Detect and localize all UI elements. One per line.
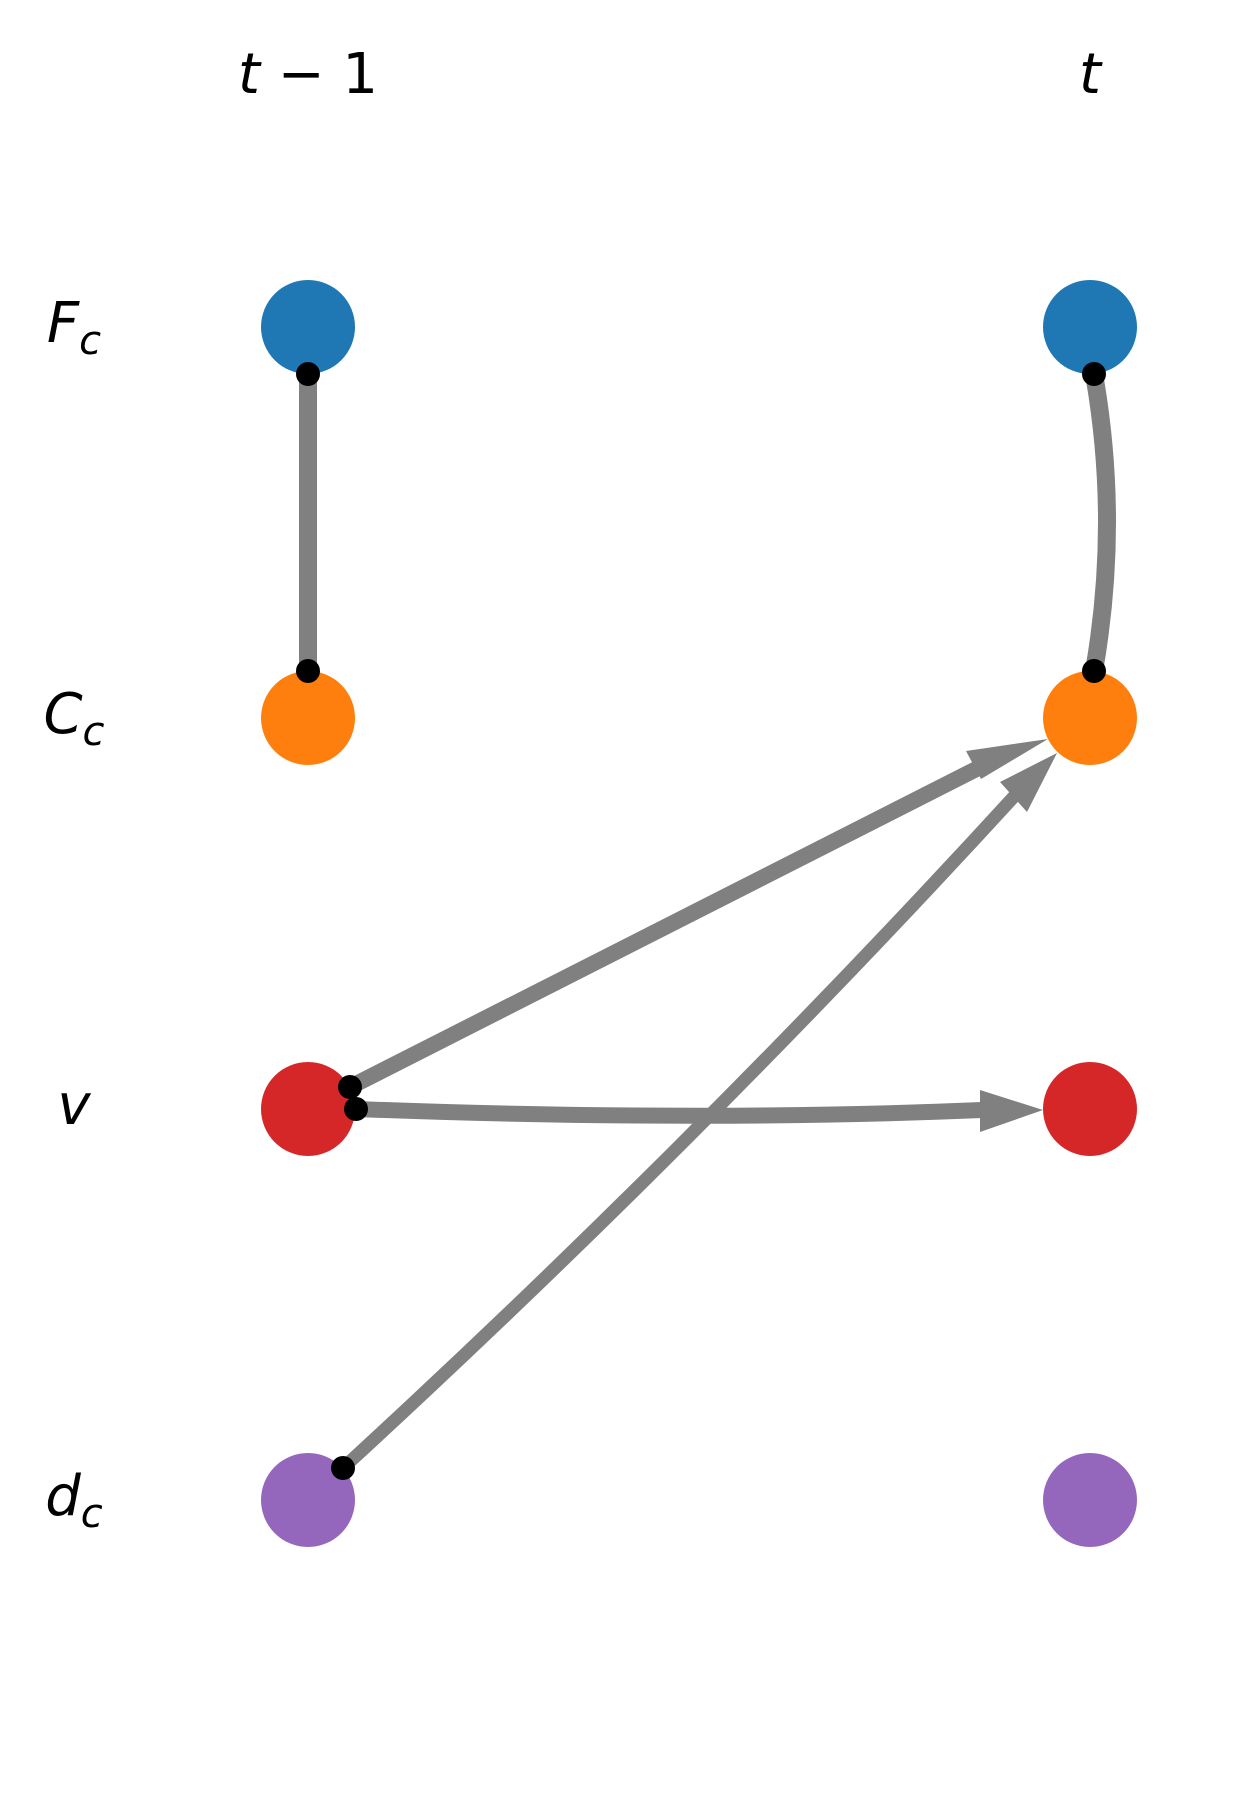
row-label-Fc-main: F <box>47 291 80 356</box>
row-label-v-main: v <box>57 1073 91 1138</box>
edge-v-t-1-to-v-t <box>355 1101 983 1124</box>
column-label-t-main: t <box>1079 42 1103 107</box>
node-Fc-t-1 <box>261 280 355 374</box>
column-label-t-minus-1-rest: − 1 <box>260 42 378 107</box>
edge-Fc-t-1-to-Cc-t-1-end-dot <box>296 659 320 683</box>
edges-layer <box>299 372 1116 1473</box>
edge-endpoints-layer <box>296 362 1106 1480</box>
node-dc-t <box>1043 1453 1137 1547</box>
edge-v-t-1-to-Cc-t-arrowhead <box>966 739 1048 779</box>
edge-v-t-1-to-v-t-arrowhead <box>980 1090 1043 1132</box>
row-label-Cc-sub: c <box>83 709 105 755</box>
edge-v-t-1-to-v-t-start-dot <box>344 1097 368 1121</box>
edge-Fc-t-1-to-Cc-t-1-start-dot <box>296 362 320 386</box>
row-label-v: v <box>57 1073 91 1138</box>
edge-Fc-t-to-Cc-t-start-dot <box>1082 362 1106 386</box>
node-Cc-t <box>1043 671 1137 765</box>
edge-Fc-t-to-Cc-t-end-dot <box>1082 659 1106 683</box>
edge-dc-t-1-to-Cc-t <box>338 785 1025 1473</box>
edge-Fc-t-to-Cc-t <box>1085 372 1116 673</box>
row-label-dc: dc <box>45 1464 103 1537</box>
edge-dc-t-1-to-Cc-t-arrowhead <box>1000 753 1057 812</box>
row-label-Fc-sub: c <box>79 318 101 364</box>
column-label-t: t <box>1079 42 1103 107</box>
node-dc-t-1 <box>261 1453 355 1547</box>
edge-v-t-1-to-Cc-t-start-dot <box>338 1075 362 1099</box>
row-label-Cc-main: C <box>43 682 82 747</box>
row-label-dc-main: d <box>45 1464 81 1529</box>
node-v-t <box>1043 1062 1137 1156</box>
nodes-layer <box>261 280 1137 1547</box>
edge-v-t-1-to-Cc-t <box>346 749 1004 1095</box>
node-Fc-t <box>1043 280 1137 374</box>
row-label-Cc: Cc <box>43 682 104 755</box>
row-label-Fc: Fc <box>47 291 101 364</box>
node-Cc-t-1 <box>261 671 355 765</box>
row-label-dc-sub: c <box>81 1491 103 1537</box>
node-v-t-1 <box>261 1062 355 1156</box>
edge-dc-t-1-to-Cc-t-start-dot <box>331 1456 355 1480</box>
column-label-t-minus-1: t − 1 <box>238 42 378 107</box>
column-label-t-minus-1-main: t <box>238 42 262 107</box>
